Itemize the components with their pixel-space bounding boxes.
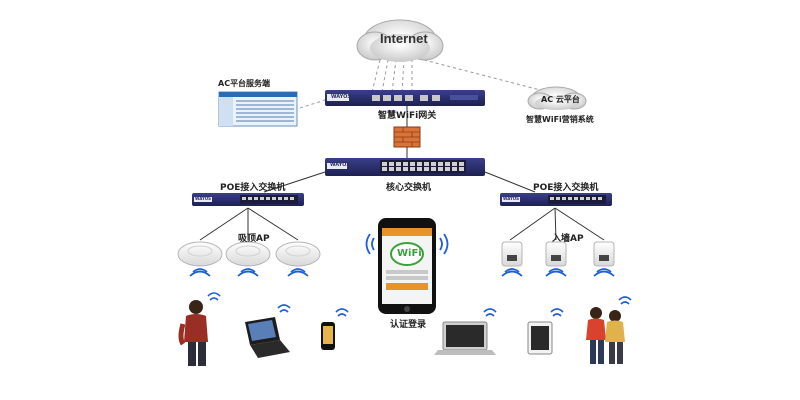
firewall-icon	[393, 126, 421, 148]
smartphone-auth	[378, 218, 436, 314]
gateway-brand-logo: WAYOS	[331, 94, 351, 100]
person-left-signal	[207, 292, 221, 301]
laptop-left-signal	[277, 304, 291, 313]
tablet	[527, 321, 553, 355]
ac-cloud	[527, 86, 587, 110]
wall-ap-3	[593, 241, 615, 267]
phone-wifi-logo: WiFi	[397, 248, 422, 259]
gateway-label: 智慧WiFi网关	[378, 111, 437, 121]
core-switch-device	[325, 158, 485, 176]
laptop-right-signal	[483, 308, 497, 317]
person-with-phone-left	[178, 300, 208, 366]
laptop-right	[434, 321, 496, 355]
people-pair-right	[586, 307, 625, 364]
ceiling-ap-label: 吸顶AP	[238, 234, 270, 244]
tablet-signal	[550, 308, 564, 317]
ac-cloud-label: AC 云平台	[541, 95, 580, 104]
main-links	[199, 106, 605, 241]
poe-switch-left-device	[192, 193, 304, 206]
wall-ap-1	[501, 241, 523, 267]
ap-wifi-signals	[189, 268, 615, 277]
wall-ap-2	[545, 241, 567, 267]
poe-switch-left-label: POE接入交换机	[220, 183, 286, 193]
people-right-signal	[618, 296, 632, 305]
poe-left-brand-logo: WAYOS	[195, 196, 211, 201]
core-switch-label: 核心交换机	[386, 183, 432, 193]
ac-platform-screen	[218, 91, 298, 127]
wall-ap-label: 入墙AP	[552, 234, 584, 244]
auth-login-label: 认证登录	[390, 320, 427, 330]
phone-small-signal	[335, 308, 349, 317]
wifi-gateway-device	[325, 90, 485, 106]
internet-cloud	[356, 19, 444, 62]
ceiling-ap-3	[275, 241, 321, 267]
internet-label: Internet	[380, 31, 428, 46]
ceiling-ap-1	[177, 241, 223, 267]
poe-switch-right-label: POE接入交换机	[533, 183, 599, 193]
gateway-internet-links	[299, 59, 541, 109]
ceiling-ap-2	[225, 241, 271, 267]
ac-platform-label: AC平台服务端	[218, 79, 271, 88]
marketing-system-label: 智慧WiFi营销系统	[526, 115, 594, 124]
laptop-left	[245, 317, 290, 358]
phone-small	[321, 322, 335, 350]
poe-right-brand-logo: WAYOS	[503, 196, 519, 201]
core-switch-brand-logo: WAYOS	[330, 162, 350, 168]
phone-signal	[365, 233, 449, 255]
poe-switch-right-device	[500, 193, 612, 206]
